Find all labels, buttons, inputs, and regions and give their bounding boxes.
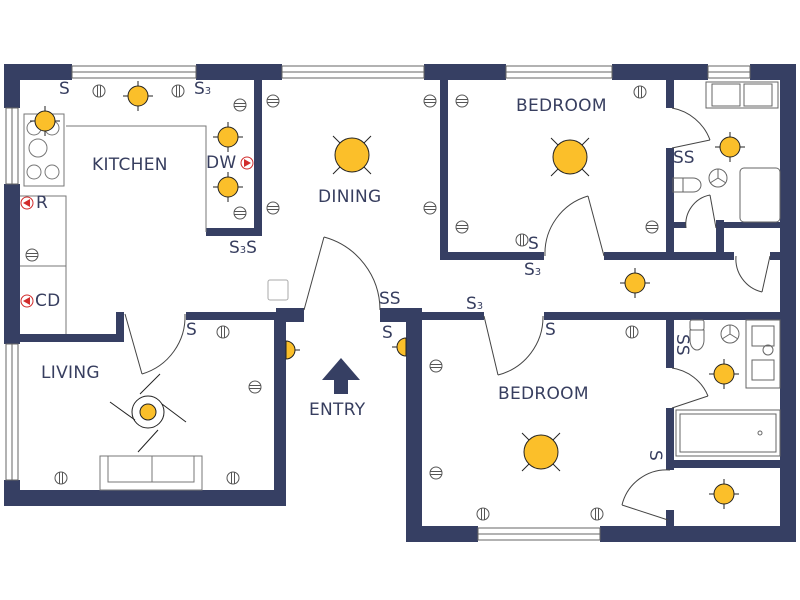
switch-living-door: S — [186, 320, 197, 340]
appliance-label-refrigerator: R — [36, 193, 49, 213]
switch-bath2-double: SS — [672, 334, 692, 356]
switch-hall-3way: S3 — [466, 294, 484, 314]
appliance-markers — [20, 156, 254, 308]
wall-lights — [285, 337, 407, 360]
switch-kitchen-top-left: S — [59, 79, 70, 99]
doors — [124, 107, 771, 521]
room-label-bedroom-1: BEDROOM — [516, 96, 607, 116]
room-label-bedroom-2: BEDROOM — [498, 384, 589, 404]
entry-arrow-icon — [322, 358, 360, 394]
room-label-entry: ENTRY — [309, 400, 366, 420]
switch-entry-single: S — [382, 323, 393, 343]
room-label-living: LIVING — [41, 363, 100, 383]
switch-kitchen-bottom: S3S — [229, 238, 257, 258]
switch-kitchen-top-right: S3 — [194, 79, 212, 99]
switch-entry-double: SS — [379, 289, 401, 309]
windows — [5, 65, 751, 541]
room-label-dining: DINING — [318, 187, 382, 207]
appliance-label-dishwasher: DW — [206, 153, 237, 173]
switch-bedroom2-door: S — [545, 320, 556, 340]
sofa — [99, 455, 203, 491]
room-label-kitchen: KITCHEN — [92, 155, 168, 175]
switch-closet: S — [645, 450, 665, 461]
switch-bath1-double: SS — [673, 148, 695, 168]
switch-bedroom1-door: S — [528, 234, 539, 254]
switch-bedroom1-3way: S3 — [524, 260, 542, 280]
appliance-label-clothes-dryer: CD — [35, 291, 61, 311]
ceiling-fan — [109, 373, 187, 453]
bathroom1-fixtures — [672, 81, 781, 223]
walls — [4, 64, 796, 542]
bathroom2-fixtures — [675, 319, 781, 457]
